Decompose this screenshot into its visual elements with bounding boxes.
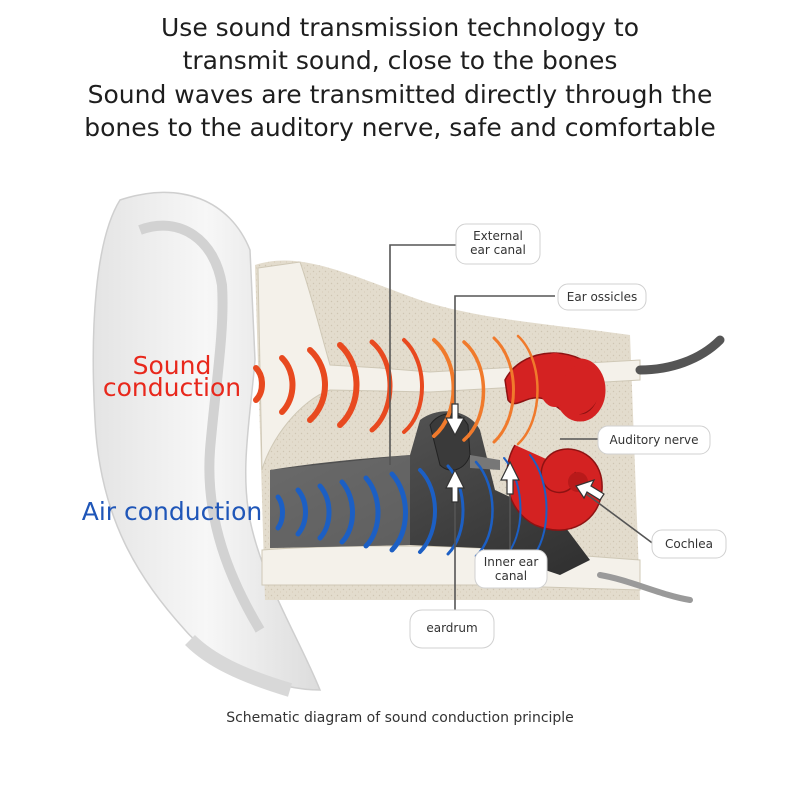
headline-line-4: bones to the auditory nerve, safe and co… [84,113,716,142]
sound-conduction-label-line-2: conduction [103,373,241,402]
cochlea-graphic [504,352,606,531]
headline-line-3: Sound waves are transmitted directly thr… [87,80,713,109]
air-conduction-label: Air conduction [82,497,263,526]
label-external-ear-canal: External ear canal [455,223,541,265]
label-inner-ear-canal-line-2: canal [495,569,527,583]
label-inner-ear-canal-line-1: Inner ear [484,555,539,569]
label-eardrum: eardrum [409,609,495,649]
label-external-ear-canal-line-1: External [473,229,523,243]
label-cochlea: Cochlea [651,529,727,559]
arrow-cochlea [575,478,605,501]
label-external-ear-canal-line-2: ear canal [470,243,526,257]
headline-line-2: transmit sound, close to the bones [182,46,618,75]
label-auditory-nerve-text: Auditory nerve [609,433,698,447]
label-ear-ossicles: Ear ossicles [557,283,647,311]
arrow-inner-ear [500,460,520,495]
diagram-caption: Schematic diagram of sound conduction pr… [226,710,574,726]
arrow-eardrum [445,468,465,503]
callout-arrows [445,403,605,503]
arrow-ossicles [445,403,465,437]
headline-line-1: Use sound transmission technology to [161,13,639,42]
label-eardrum-text: eardrum [426,621,477,635]
label-auditory-nerve: Auditory nerve [597,425,711,455]
headphone-cable [635,335,725,375]
label-cochlea-text: Cochlea [665,537,713,551]
headphone-cable-lower [597,572,693,603]
label-inner-ear-canal: Inner ear canal [474,549,548,589]
sound-conduction-label-line-1: Sound [133,351,212,380]
label-ear-ossicles-text: Ear ossicles [567,290,637,304]
